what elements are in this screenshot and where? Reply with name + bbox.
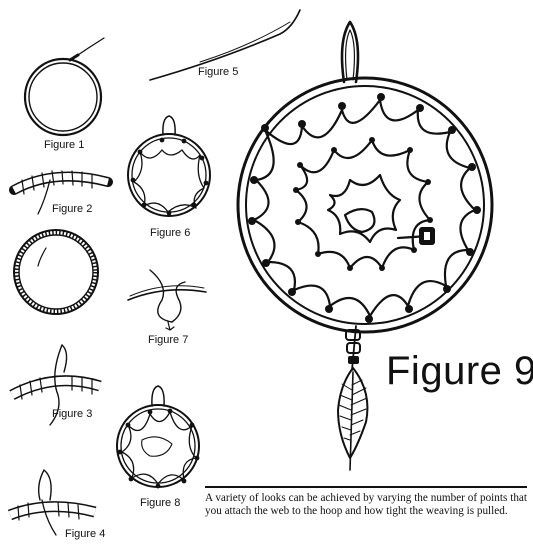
figure5-thread-drawing <box>149 9 301 81</box>
figure1-label: Figure 1 <box>44 139 85 151</box>
figure9-dreamcatcher-drawing <box>236 20 494 471</box>
figure2-wrapping-drawing <box>9 170 113 215</box>
figure7-label: Figure 7 <box>148 334 189 346</box>
figure4-knot-drawing <box>7 469 97 536</box>
figure6-label: Figure 6 <box>150 227 191 239</box>
figure3-loop-drawing <box>9 344 102 426</box>
figure5-label: Figure 5 <box>198 66 239 78</box>
figure3-label: Figure 3 <box>52 408 93 420</box>
caption-text: A variety of looks can be achieved by va… <box>205 486 527 518</box>
figure8-label: Figure 8 <box>140 497 181 509</box>
figure7-knot-drawing <box>127 269 207 331</box>
wrapped-hoop-drawing <box>13 229 99 315</box>
figure1-hoop-drawing <box>23 37 105 137</box>
figure4-label: Figure 4 <box>65 528 106 540</box>
figure6-hoop-drawing <box>127 115 211 217</box>
figure2-label: Figure 2 <box>52 203 93 215</box>
figure8-hoop-drawing <box>116 385 200 489</box>
figure9-label: Figure 9 <box>386 349 533 393</box>
